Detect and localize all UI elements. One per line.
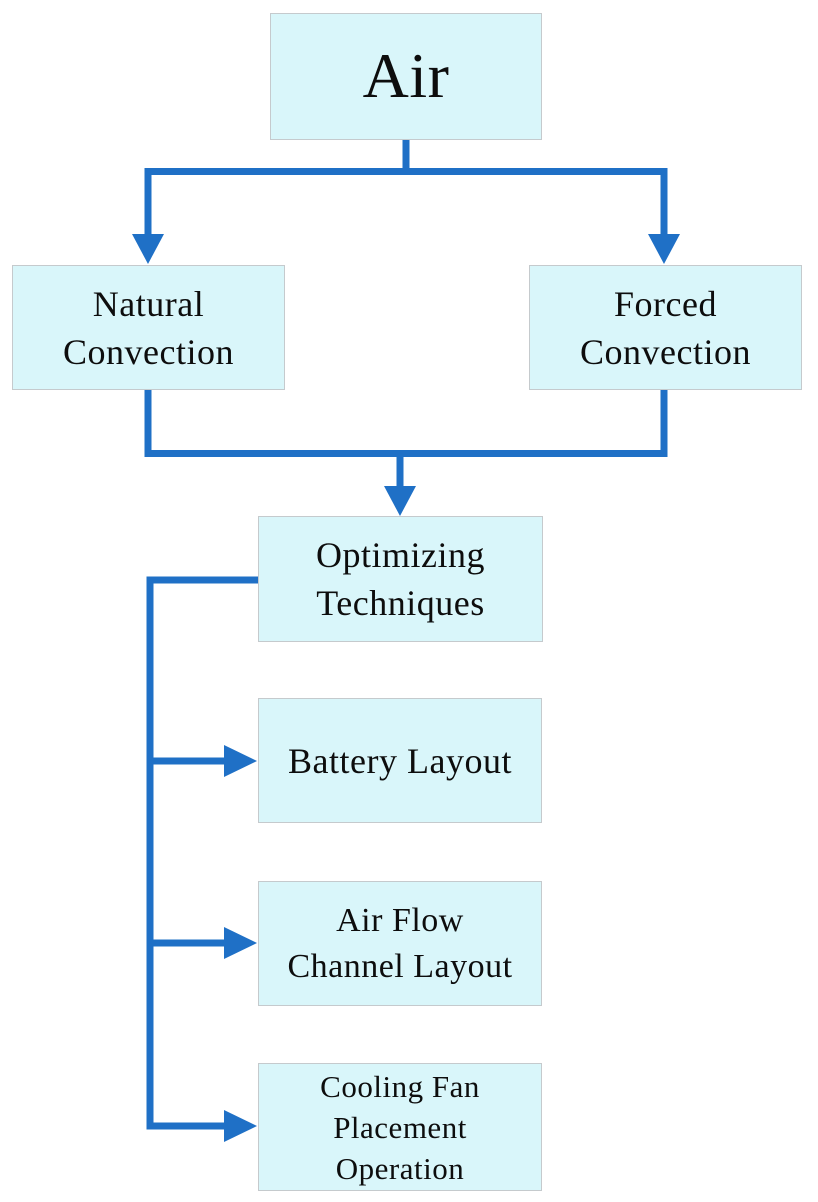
node-battery-layout-label: Battery Layout: [288, 740, 512, 781]
node-air-flow-channel-layout-label-line1: Air Flow: [336, 901, 464, 939]
arrowhead-to-forced-convection: [648, 234, 680, 264]
node-battery-layout: Battery Layout: [258, 698, 542, 823]
arrowhead-to-air-flow-channel-layout: [224, 927, 257, 959]
node-optimizing-techniques-label-line2: Techniques: [316, 583, 485, 623]
node-forced-convection: Forced Convection: [529, 265, 802, 390]
node-cooling-fan-placement-operation: Cooling Fan Placement Operation: [258, 1063, 542, 1191]
node-natural-convection-label-line1: Natural: [92, 283, 205, 324]
node-forced-convection-label-line2: Convection: [580, 331, 751, 372]
edge-air-split: [144, 168, 668, 236]
node-optimizing-techniques-label-line1: Optimizing: [316, 535, 485, 575]
node-natural-convection-label-line2: Convection: [63, 331, 234, 372]
edge-merge-bar: [144, 390, 668, 457]
node-cooling-fan-placement-operation-label-line2: Placement: [333, 1109, 467, 1145]
node-forced-convection-label-line1: Forced: [614, 283, 717, 324]
node-air-flow-channel-layout: Air Flow Channel Layout: [258, 881, 542, 1006]
node-air-label: Air: [362, 40, 450, 112]
node-cooling-fan-placement-operation-label-line1: Cooling Fan: [320, 1068, 480, 1104]
node-air-flow-channel-layout-label-line2: Channel Layout: [287, 947, 513, 985]
arrowhead-to-battery-layout: [224, 745, 257, 777]
node-cooling-fan-placement-operation-label-line3: Operation: [335, 1150, 465, 1186]
edge-left-rail: [146, 576, 258, 1130]
arrowhead-to-optimizing-techniques: [384, 486, 416, 516]
node-optimizing-techniques: Optimizing Techniques: [258, 516, 543, 642]
arrowhead-to-cooling-fan-placement-operation: [224, 1110, 257, 1142]
node-natural-convection: Natural Convection: [12, 265, 285, 390]
node-air: Air: [270, 13, 542, 140]
arrowhead-to-natural-convection: [132, 234, 164, 264]
